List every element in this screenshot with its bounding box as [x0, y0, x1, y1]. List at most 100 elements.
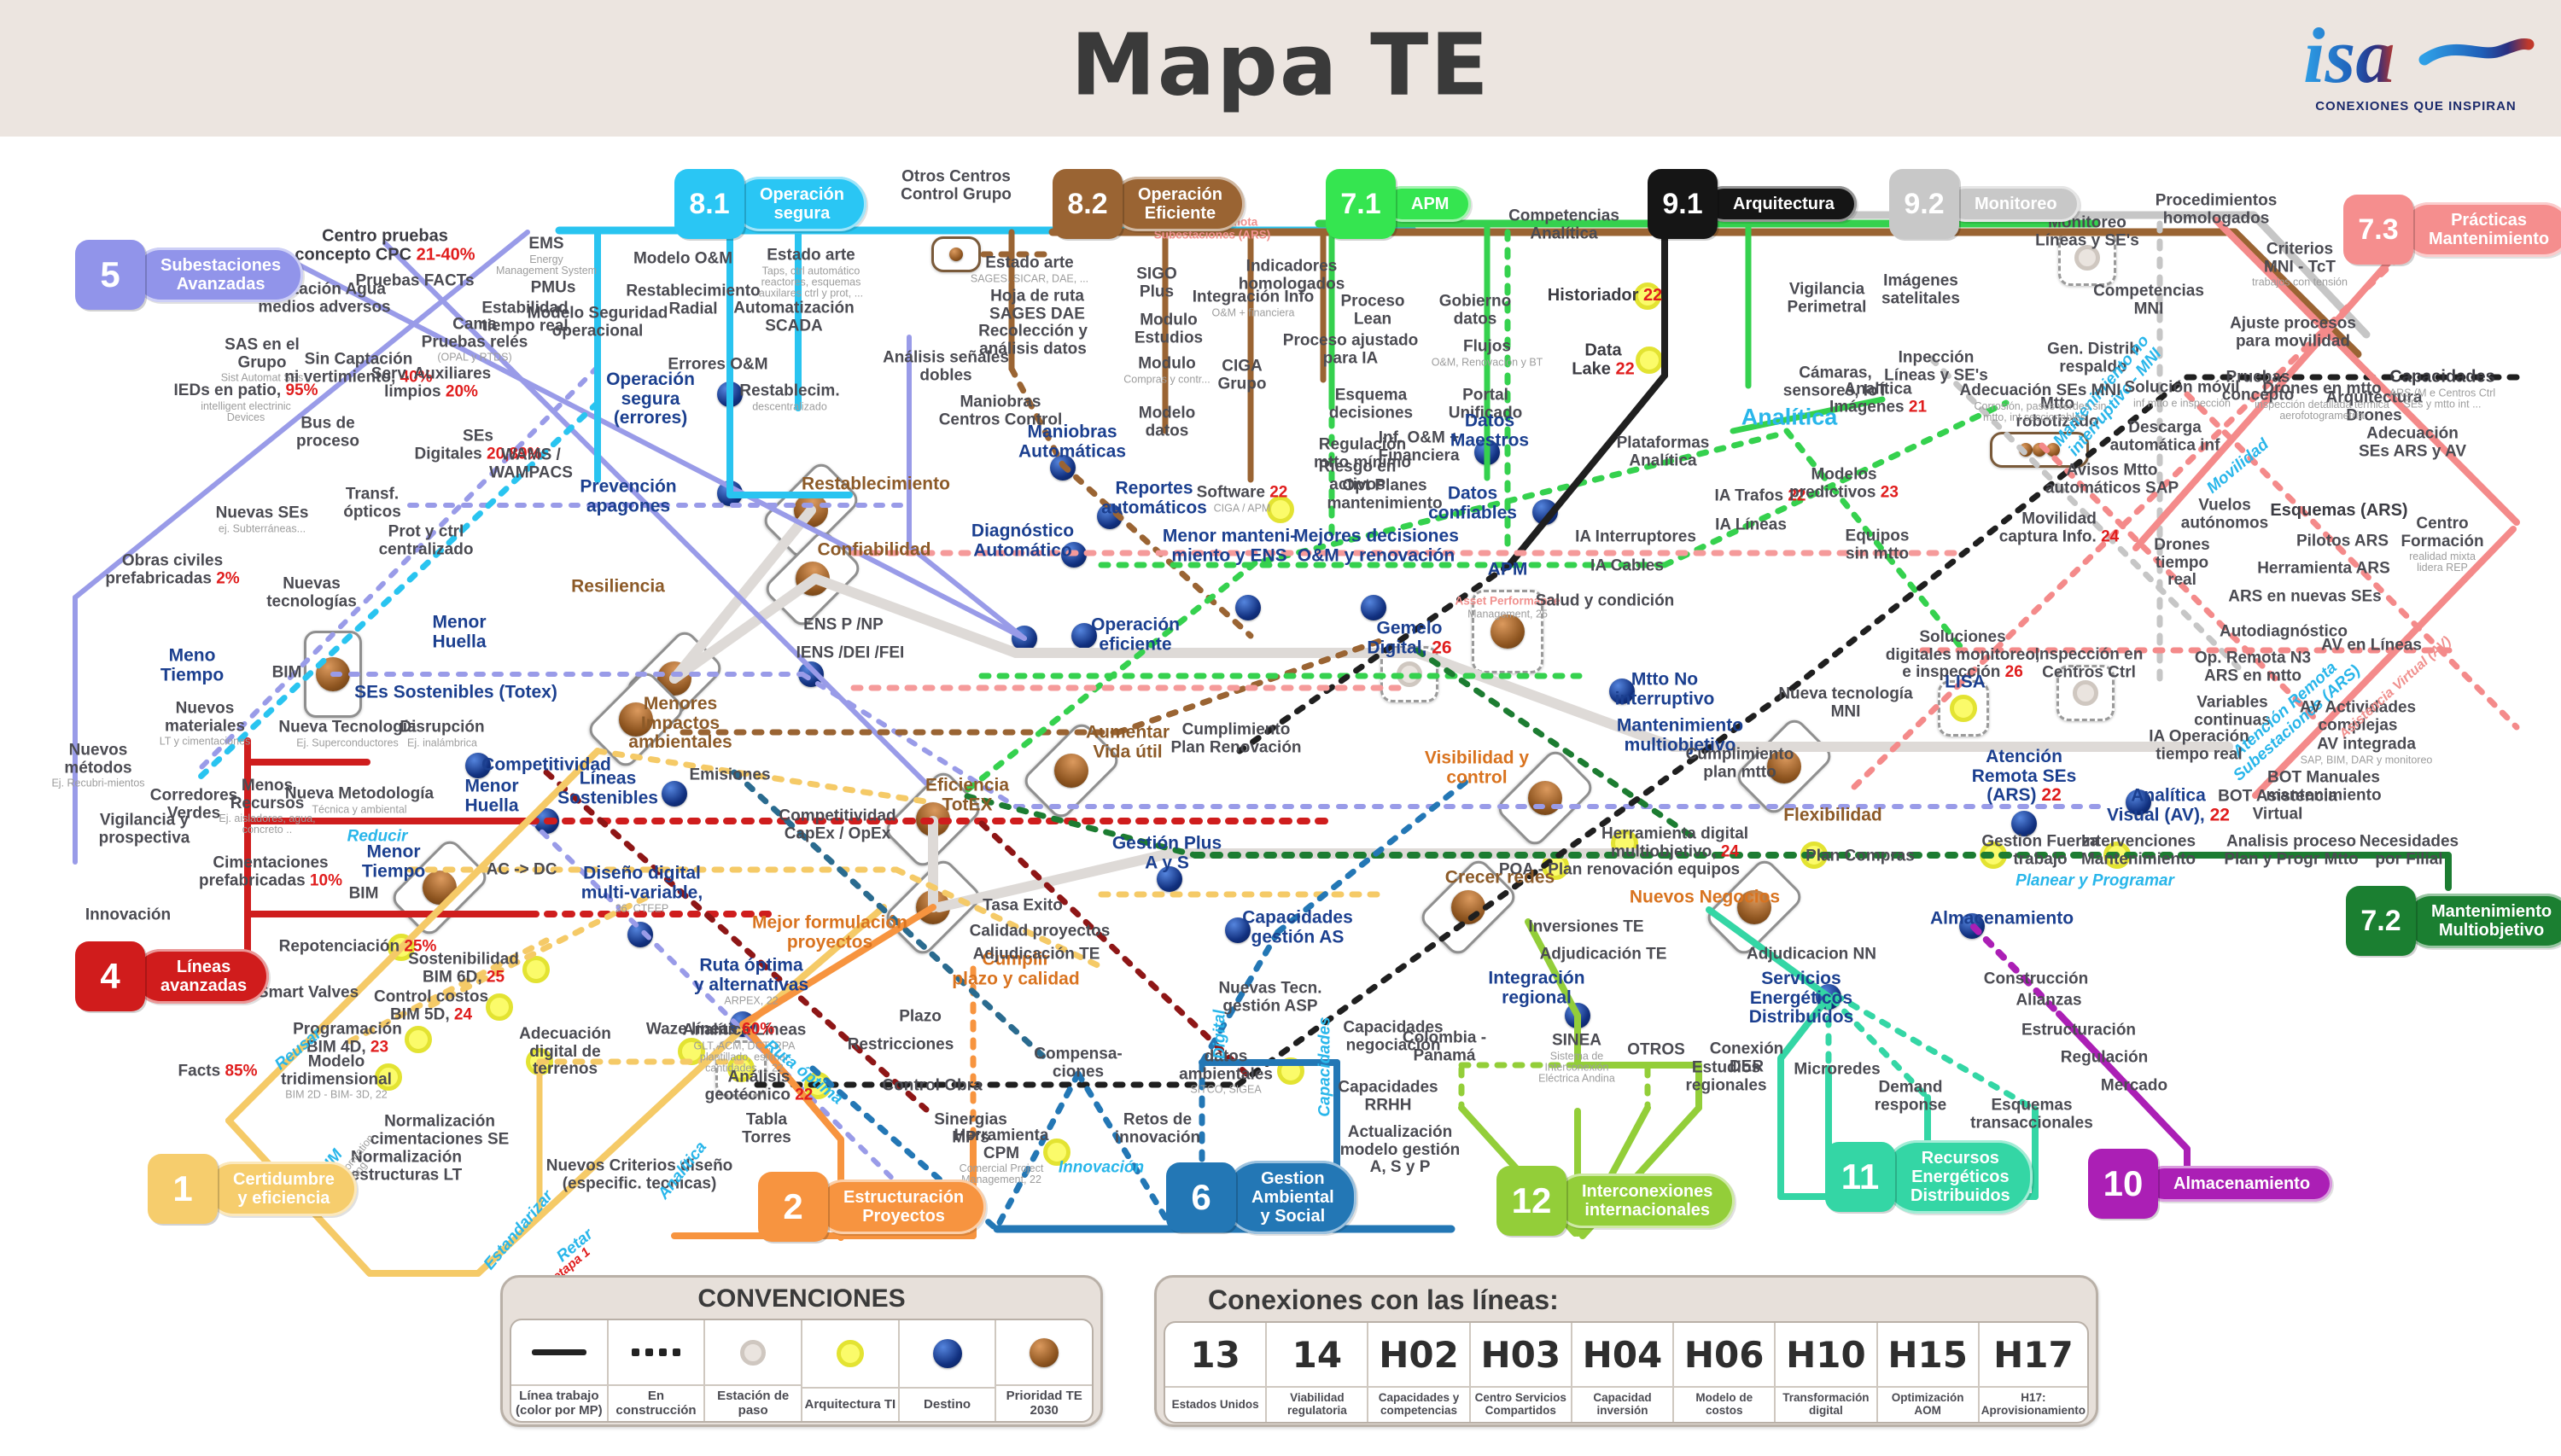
- page-title: Mapa TE: [1070, 15, 1491, 115]
- destination-node: [2126, 789, 2151, 815]
- line-number-7.1: 7.1: [1326, 169, 1396, 239]
- line-number-9.2: 9.2: [1889, 169, 1959, 239]
- destination-node: [1225, 917, 1251, 943]
- line-name-8.1: Operación segura: [732, 177, 866, 231]
- connection-label: Optimización AOM: [1891, 1391, 1964, 1417]
- line-name-4: Líneas avanzadas: [133, 949, 270, 1004]
- line-number-8.1: 8.1: [674, 169, 744, 239]
- connection-label: H17: Aprovisionamiento: [1981, 1391, 2086, 1417]
- line-name-9.1: Arquitectura: [1706, 186, 1857, 222]
- destination-node: [1071, 623, 1097, 649]
- arquitectura-ti-node: [1636, 347, 1663, 374]
- legend-item-label: Prioridad TE 2030: [1006, 1389, 1082, 1418]
- arquitectura-ti-node: [1634, 282, 1661, 310]
- arquitectura-ti-node: [486, 993, 513, 1021]
- line-number-11: 11: [1825, 1142, 1895, 1212]
- isa-logo-icon: isa: [2303, 12, 2535, 99]
- connection-label: Estados Unidos: [1171, 1397, 1259, 1411]
- line-name-7.1: APM: [1384, 186, 1472, 222]
- line-name-7.3: Prácticas Mantenimiento: [2401, 202, 2561, 257]
- sphere-bronze-icon: [996, 1320, 1092, 1386]
- connection-label: Transformación digital: [1782, 1391, 1870, 1417]
- connection-code: 13: [1165, 1323, 1266, 1388]
- line-number-12: 12: [1496, 1166, 1566, 1236]
- line-number-6: 6: [1166, 1162, 1236, 1232]
- svg-text:isa: isa: [2303, 12, 2395, 99]
- connection-label: Capacidades y competencias: [1378, 1391, 1460, 1417]
- connection-code: H15: [1877, 1323, 1978, 1388]
- connection-code: H03: [1470, 1323, 1571, 1388]
- line-number-7.3: 7.3: [2343, 195, 2413, 265]
- line-icon: [511, 1320, 607, 1386]
- legend-item-dots: En construcción: [608, 1320, 706, 1421]
- destination-node: [662, 781, 687, 807]
- destination-node: [465, 753, 491, 778]
- arquitectura-ti-node: [1043, 1139, 1070, 1166]
- destination-node: [2011, 811, 2037, 836]
- apm-node: [1472, 590, 1543, 673]
- ring-gray-icon: [705, 1320, 802, 1386]
- line-number-1: 1: [148, 1154, 218, 1224]
- line-name-10: Almacenamiento: [2146, 1166, 2333, 1202]
- mini-chip-node: [931, 236, 981, 272]
- legend-item-label: Estación de paso: [717, 1389, 790, 1418]
- line-number-10: 10: [2088, 1149, 2158, 1219]
- line-number-5: 5: [75, 240, 145, 310]
- connection-code: H02: [1368, 1323, 1469, 1388]
- connection-code: H17: [1979, 1323, 2087, 1388]
- connections-title: Conexiones con las líneas:: [1208, 1284, 1559, 1315]
- connection-label: Viabilidad regulatoria: [1286, 1391, 1347, 1417]
- arquitectura-ti-node: [522, 956, 550, 983]
- line-name-8.2: Operación Eficiente: [1111, 177, 1245, 231]
- connection-code: H04: [1572, 1323, 1673, 1388]
- arquitectura-ti-node: [405, 1026, 432, 1053]
- ring-yellow-icon: [802, 1320, 898, 1389]
- line-number-4: 4: [75, 941, 145, 1011]
- dots-icon: [608, 1320, 704, 1386]
- legend-row: Línea trabajo (color por MP)En construcc…: [510, 1319, 1094, 1423]
- line-name-12: Interconexiones internacionales: [1555, 1174, 1736, 1228]
- line-number-9.1: 9.1: [1648, 169, 1718, 239]
- line-number-7.2: 7.2: [2346, 886, 2416, 956]
- header-band: [0, 0, 2561, 137]
- line-name-7.2: Mantenimiento Multiobjetivo: [2404, 894, 2561, 948]
- isa-logo: isa CONEXIONES QUE INSPIRAN: [2296, 7, 2535, 126]
- sphere-navy-icon: [899, 1320, 995, 1389]
- legend-title: CONVENCIONES: [697, 1284, 906, 1313]
- arquitectura-ti-node: [375, 1063, 402, 1091]
- legend-item-label: En construcción: [615, 1389, 697, 1418]
- line-name-2: Estructuración Proyectos: [816, 1179, 987, 1234]
- connection-label: Modelo de costos: [1695, 1391, 1753, 1417]
- legend-item-ring-yellow: Arquitectura TI: [802, 1320, 900, 1421]
- connection-code: H10: [1776, 1323, 1876, 1388]
- legend-item-label: Destino: [924, 1396, 971, 1412]
- connection-label: Capacidad inversión: [1593, 1391, 1652, 1417]
- line-name-1: Certidumbre y eficiencia: [206, 1162, 357, 1216]
- destination-node: [1157, 866, 1182, 892]
- connection-code: 14: [1267, 1323, 1368, 1388]
- interchange-node: [2058, 230, 2116, 286]
- line-name-11: Recursos Energéticos Distribuidos: [1883, 1140, 2033, 1214]
